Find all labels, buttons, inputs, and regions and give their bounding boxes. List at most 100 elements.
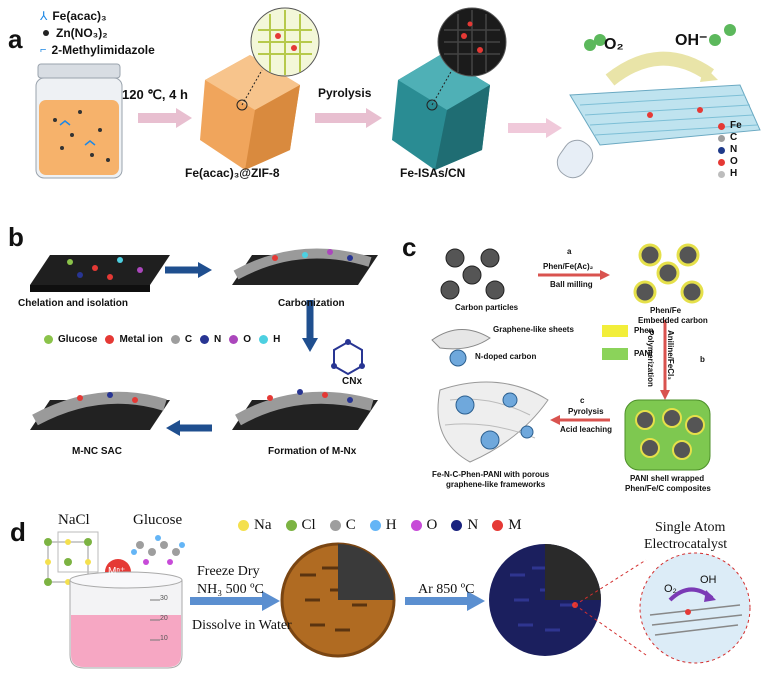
- carbon-particles: [440, 248, 505, 300]
- zoom-line-bottom: [574, 604, 647, 656]
- o2-label: O₂: [604, 36, 624, 53]
- legend-c: C: [184, 334, 193, 345]
- panel-d-legend: Na Cl C H O N M: [238, 517, 522, 534]
- atom-n: N: [730, 144, 738, 155]
- legend-c-d: C: [345, 517, 356, 533]
- stage3-label: Formation of M-Nx: [268, 446, 357, 457]
- step-b-letter: b: [700, 355, 705, 364]
- legend-o: O: [243, 334, 252, 345]
- graphene-sheet-icon: [431, 329, 491, 350]
- stage1-sheet: [30, 255, 170, 292]
- beaker-tick-30: 30: [160, 595, 168, 602]
- cnx-molecule: [331, 339, 365, 376]
- freeze-dry-label: Freeze Dry: [197, 564, 260, 579]
- atom-legend: Fe C N O H: [718, 120, 742, 180]
- stage2-label: Carbonization: [278, 298, 345, 309]
- pani-shell-composite: [624, 399, 711, 471]
- phen-swatch: [602, 325, 628, 337]
- electrocatalyst-zoom: [639, 552, 751, 664]
- fe-acac-icon: ⅄: [40, 8, 48, 23]
- n-doped-icon: [449, 349, 467, 367]
- stage1-label: Chelation and isolation: [18, 298, 129, 309]
- legend-metal-ion: Metal ion: [119, 334, 163, 345]
- nacl-label: NaCl: [58, 512, 90, 528]
- oh-d-label: OH: [700, 574, 717, 586]
- panel-b-label: b: [8, 222, 24, 252]
- step-c-bottom: Acid leaching: [560, 425, 613, 434]
- beaker: [69, 571, 183, 669]
- step-c-top: Pyrolysis: [568, 407, 604, 416]
- metal-ion-label: Mⁿ⁺: [108, 566, 126, 577]
- stage4-label: M-NC SAC: [72, 446, 122, 457]
- panel-b-legend: Glucose Metal ion C N O H: [44, 334, 280, 345]
- oh-label: OH⁻: [675, 32, 708, 49]
- fe-isas-zoom: [437, 7, 507, 77]
- step-c-letter: c: [580, 396, 585, 405]
- shell-label-2: Phen/Fe/C composites: [625, 484, 711, 493]
- carbon-particles-label: Carbon particles: [455, 303, 519, 312]
- atom-h: H: [730, 168, 738, 179]
- title-line-2: Electrocatalyst: [644, 537, 728, 552]
- legend-glucose: Glucose: [58, 334, 98, 345]
- legend-cl: Cl: [301, 517, 316, 533]
- embedded-label: Embedded carbon: [638, 316, 708, 325]
- legend-h: H: [273, 334, 281, 345]
- zif8-crystal: [200, 55, 300, 170]
- zif8-zoom: [250, 7, 320, 77]
- legend-na: Na: [254, 517, 272, 533]
- pani-swatch: [602, 348, 628, 360]
- dissolve-label: Dissolve in Water: [192, 618, 292, 633]
- step-a-letter: a: [567, 247, 572, 256]
- o2-d-label: O₂: [664, 583, 677, 595]
- phen-fe-label: Phen/Fe: [650, 306, 682, 315]
- n-doped-label: N-doped carbon: [475, 352, 537, 361]
- final-label-2: graphene-like frameworks: [446, 480, 546, 489]
- panel-a-label: a: [8, 24, 23, 54]
- ar-label: Ar 850 ºC: [418, 582, 475, 597]
- catalyst-sheet: [556, 24, 761, 179]
- product-label: Fe-ISAs/CN: [400, 166, 466, 180]
- beaker-tick-10: 10: [160, 635, 168, 642]
- fe-isas-crystal: [392, 55, 490, 170]
- zoom-line-top: [574, 559, 647, 606]
- glucose-molecule: [131, 535, 185, 565]
- shell-label-1: PANI shell wrapped: [630, 474, 705, 483]
- legend-n-d: N: [467, 517, 479, 533]
- legend-o-d: O: [426, 517, 438, 533]
- step-a-top: Phen/Fe(Ac)₂: [543, 262, 594, 271]
- porous-carbon-sphere: [280, 542, 396, 658]
- pani-label: PANI: [634, 349, 653, 358]
- methylimidazole-icon: ⌐: [40, 43, 47, 56]
- stage3-sheet: [232, 389, 378, 430]
- atom-o: O: [730, 156, 738, 167]
- step-a-bottom: Ball milling: [550, 280, 593, 289]
- final-label-1: Fe-N-C-Phen-PANI with porous: [432, 470, 550, 479]
- panel-a-legend: ⅄ Fe(acac)₃ Zn(NO₃)₂ ⌐ 2-Methylimidazole: [40, 7, 155, 58]
- atom-fe: Fe: [730, 120, 742, 131]
- intermediate-label: Fe(acac)₃@ZIF-8: [185, 166, 280, 180]
- graphene-sheets-label: Graphene-like sheets: [493, 325, 574, 334]
- stage2-sheet: [232, 248, 378, 285]
- title-line-1: Single Atom: [655, 520, 726, 535]
- graphene-frameworks: [437, 381, 549, 463]
- legend-fe-acac: Fe(acac)₃: [52, 8, 107, 23]
- embedded-carbon: [633, 243, 704, 304]
- zn-nitrate-icon: [43, 29, 49, 36]
- step1-label: 120 ℃, 4 h: [122, 87, 188, 102]
- cnx-label: CNx: [342, 376, 363, 387]
- nacl-lattice: [44, 531, 99, 586]
- panel-c-label: c: [402, 232, 417, 262]
- legend-h-d: H: [385, 517, 397, 533]
- legend-methylimidazole: 2-Methylimidazole: [51, 42, 155, 57]
- legend-m: M: [508, 517, 522, 533]
- reaction-jar: [35, 63, 123, 179]
- pyrolysis-label: Pyrolysis: [318, 86, 372, 100]
- atom-c: C: [730, 132, 738, 143]
- phen-label: Phen: [634, 326, 654, 335]
- glucose-label: Glucose: [133, 512, 183, 528]
- legend-n: N: [214, 334, 222, 345]
